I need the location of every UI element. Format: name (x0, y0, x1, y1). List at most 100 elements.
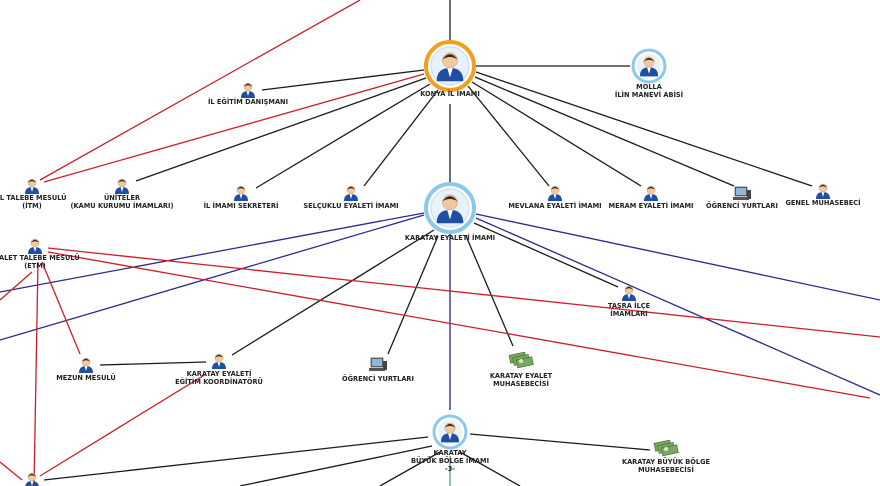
node-label: İL TALEBE MESULÜ (0, 193, 67, 202)
edge-black-27 (99, 361, 207, 366)
edge-black-11 (475, 71, 813, 187)
edge-red-23 (47, 251, 871, 399)
edge-red-22 (47, 247, 880, 338)
person-icon (644, 185, 658, 201)
edge-blue-20 (475, 217, 880, 396)
node-konya[interactable]: KONYA İL İMAMI (420, 40, 480, 98)
edge-black-15 (231, 229, 435, 356)
node-label: TAŞRA İLÇE (608, 301, 651, 310)
person-icon (115, 178, 129, 194)
edge-black-2 (261, 69, 425, 91)
node-label: EYALET TALEBE MESULÜ (0, 253, 80, 262)
node-label: (ETM) (24, 262, 46, 270)
node-label: KONYA İL İMAMI (420, 89, 480, 98)
node-label: ÖĞRENCİ YURTLARI (342, 374, 414, 383)
edge-black-16 (387, 235, 439, 355)
person-icon (212, 353, 226, 369)
node-label: İLİN MANEVİ ABİSİ (615, 90, 683, 99)
node-il-egitim[interactable]: İL EĞİTİM DANIŞMANI (208, 82, 288, 106)
node-ogrenci-mid[interactable]: ÖĞRENCİ YURTLARI (342, 357, 414, 383)
edge-red-25 (41, 261, 81, 355)
person-icon (816, 183, 830, 199)
money-icon (508, 351, 534, 369)
person-icon (622, 285, 636, 301)
node-label: ÖĞRENCİ YURTLARI (706, 201, 778, 210)
node-label: EĞİTİM KOORDİNATÖRÜ (175, 377, 263, 386)
edge-black-8 (467, 85, 550, 187)
edge-red-24 (33, 261, 39, 486)
node-label: GENEL MUHASEBECİ (785, 198, 860, 207)
node-meram[interactable]: MERAM EYALETİ İMAMI (609, 185, 694, 210)
node-label: MUHASEBECİSİ (638, 465, 694, 474)
node-label: (İTM) (22, 201, 42, 210)
person-icon (436, 194, 464, 224)
node-genel-muh[interactable]: GENEL MUHASEBECİ (785, 183, 861, 207)
edge-black-10 (474, 76, 735, 187)
edge-blue-19 (475, 213, 880, 301)
edge-blue-13 (0, 214, 425, 341)
node-ogrenci-top[interactable]: ÖĞRENCİ YURTLARI (706, 186, 778, 210)
node-il-talebe[interactable]: İL TALEBE MESULÜ(İTM) (0, 178, 67, 210)
edge-red-3 (43, 73, 425, 183)
node-karatay[interactable]: KARATAY EYALETİ İMAMI (405, 182, 495, 242)
person-icon (436, 52, 464, 82)
node-bottom-left[interactable] (25, 472, 39, 486)
edge-black-5 (255, 83, 431, 189)
node-selcuklu[interactable]: SELÇUKLU EYALETİ İMAMI (303, 185, 399, 210)
node-label: SELÇUKLU EYALETİ İMAMI (303, 201, 398, 210)
node-label: BÜYÜK BÖLGE İMAMI (411, 456, 489, 465)
person-icon (234, 185, 248, 201)
node-label: MUHASEBECİSİ (493, 379, 549, 388)
node-label: MEZUN MESULÜ (56, 373, 116, 382)
node-uniteler[interactable]: ÜNİTELER(KAMU KURUMU İMAMLARI) (71, 178, 174, 210)
edge-black-34 (459, 451, 521, 486)
edge-black-31 (469, 433, 651, 451)
node-label: KARATAY BÜYÜK BÖLGE (622, 457, 711, 466)
node-label: MERAM EYALETİ İMAMI (609, 201, 694, 210)
edge-blue-14 (0, 212, 425, 293)
node-label: İMAMLARI (610, 309, 648, 318)
edge-red-29 (0, 461, 23, 481)
edge-black-33 (379, 451, 441, 486)
person-icon (440, 422, 460, 443)
node-label: KARATAY EYALET (490, 372, 553, 380)
node-label: KARATAY EYALETİ (187, 369, 252, 378)
person-icon (344, 185, 358, 201)
computer-icon (733, 186, 751, 200)
node-label: MOLLA (636, 83, 663, 91)
node-label: KARATAY (433, 449, 466, 457)
edge-red-28 (39, 373, 207, 477)
person-icon (548, 185, 562, 201)
node-eyalet-talebe[interactable]: EYALET TALEBE MESULÜ(ETM) (0, 238, 80, 270)
node-mezun[interactable]: MEZUN MESULÜ (56, 357, 116, 382)
edge-black-17 (465, 235, 514, 347)
node-label: KARATAY EYALETİ İMAMI (405, 233, 495, 242)
edge-red-12 (39, 0, 361, 181)
edge-red-26 (0, 271, 33, 301)
person-icon (241, 82, 255, 98)
computer-icon (369, 357, 387, 371)
node-label: -3- (445, 465, 455, 473)
node-il-imami-sek[interactable]: İL İMAMI SEKRETERİ (204, 185, 279, 210)
person-icon (639, 56, 659, 77)
edge-black-4 (135, 77, 427, 182)
edge-black-9 (471, 81, 642, 187)
person-icon (25, 472, 39, 486)
person-icon (28, 238, 42, 254)
person-icon (25, 178, 39, 194)
node-label: ÜNİTELER (104, 193, 140, 202)
node-label: MEVLANA EYALETİ İMAMI (508, 201, 601, 210)
node-label: İL EĞİTİM DANIŞMANI (208, 97, 288, 106)
person-icon (79, 357, 93, 373)
edge-black-32 (239, 445, 433, 486)
node-mevlana[interactable]: MEVLANA EYALETİ İMAMI (508, 185, 602, 210)
